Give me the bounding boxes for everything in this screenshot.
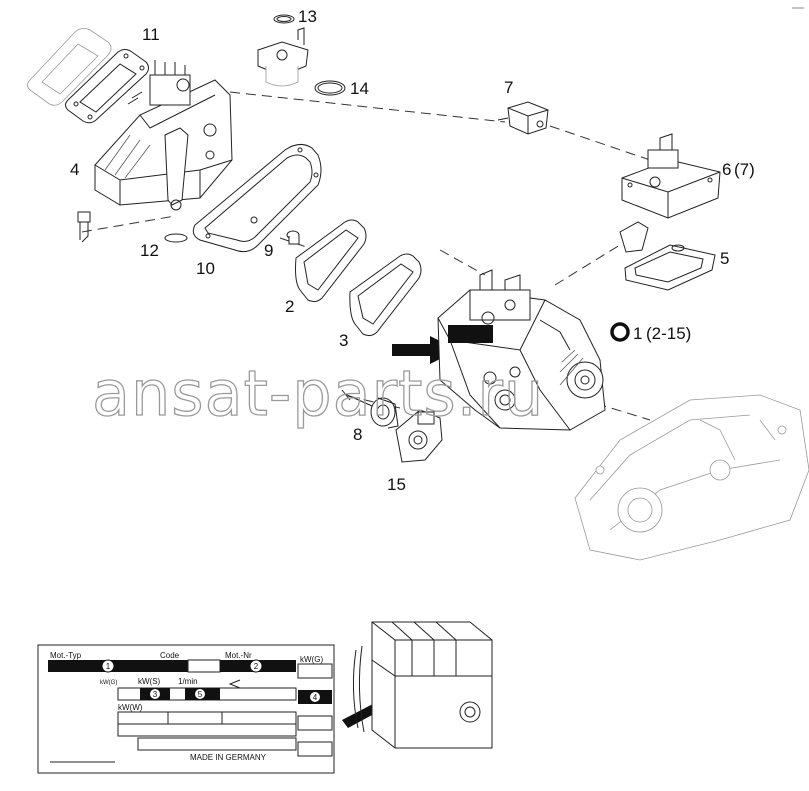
plate-num-3: 3 (153, 690, 158, 699)
part-7 (497, 101, 549, 135)
gasket-3 (349, 253, 422, 337)
plate-kww-label: kW(W) (118, 703, 143, 712)
cover-13-14 (257, 14, 346, 96)
callout-11: 11 (142, 25, 160, 44)
plate-mot-nr-label: Mot.-Nr (225, 651, 252, 660)
pin-12 (77, 211, 188, 243)
callout-4: 4 (70, 160, 79, 179)
bearing-8 (341, 389, 399, 429)
engine-block-plate-location (352, 621, 493, 749)
callout-2: 2 (285, 297, 294, 316)
callout-13: 13 (298, 7, 317, 26)
gasket-11 (27, 28, 149, 124)
callout-1: 1 (633, 324, 642, 343)
cover-6 (619, 133, 721, 253)
callout-1-range: (2-15) (646, 324, 691, 343)
callout-10: 10 (196, 259, 215, 278)
plate-made-in: MADE IN GERMANY (190, 753, 267, 762)
plate-rpm-label: 1/min (178, 677, 198, 686)
gasket-2 (295, 219, 367, 303)
plate-num-1: 1 (106, 662, 111, 671)
plate-num-5: 5 (198, 690, 203, 699)
gasket-10 (192, 144, 322, 253)
callout-7: 7 (504, 78, 513, 97)
governor-housing-4 (94, 60, 233, 211)
plate-kwg-label: kW(G) (300, 655, 323, 664)
callout-15: 15 (387, 475, 406, 494)
callout-5: 5 (720, 249, 729, 268)
callout-6: 6 (722, 160, 731, 179)
plate-num-2: 2 (254, 662, 259, 671)
plate-kwg-small-label: kW(G) (100, 680, 117, 686)
pump-marker-ring (610, 322, 630, 342)
injection-pump-1 (437, 269, 606, 431)
plate-lt-symbol (228, 679, 241, 689)
callout-6-ref: (7) (734, 160, 755, 179)
callout-labels: 11 13 14 7 4 6 (7) 12 9 10 5 2 1 (2-15) … (70, 7, 755, 494)
engine-block-ghost (574, 394, 809, 561)
type-plate: Mot.-Typ Code Mot.-Nr kW(G) 1 2 kW(G) kW… (37, 644, 335, 774)
callout-8: 8 (353, 425, 362, 444)
screw-9 (286, 230, 300, 245)
plate-num-4: 4 (313, 693, 318, 702)
callout-14: 14 (350, 79, 369, 98)
callout-3: 3 (339, 331, 348, 350)
watermark: ansat-parts.ru (92, 357, 544, 430)
flange-15 (395, 409, 443, 463)
plate-mot-typ-label: Mot.-Typ (50, 651, 82, 660)
callout-9: 9 (264, 241, 273, 260)
gasket-5 (624, 244, 716, 291)
callout-12: 12 (140, 241, 159, 260)
plate-code-label: Code (160, 651, 180, 660)
plate-kws-label: kW(S) (138, 677, 161, 686)
